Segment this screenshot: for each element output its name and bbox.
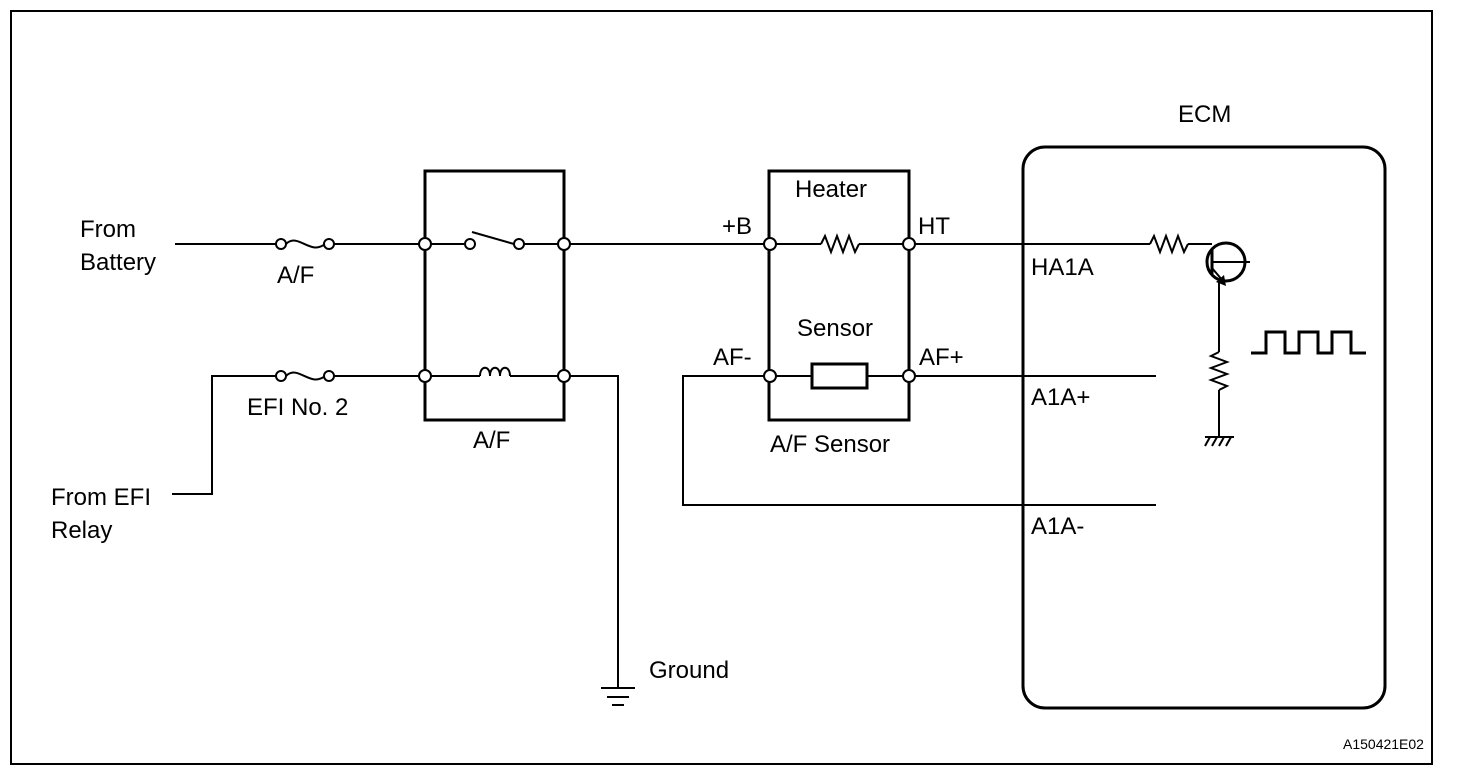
relay-terminal bbox=[418, 369, 432, 383]
a1a-minus-label: A1A- bbox=[1031, 513, 1084, 540]
heater-resistor-icon bbox=[775, 233, 903, 255]
af-relay-box bbox=[423, 169, 566, 422]
chassis-ground-icon bbox=[1204, 436, 1234, 447]
ha1a-label: HA1A bbox=[1031, 254, 1094, 281]
ecm-pulldown-resistor-icon bbox=[1208, 351, 1230, 436]
ecm-box bbox=[1021, 145, 1387, 710]
sensor-terminal bbox=[763, 369, 777, 383]
a1a-plus-label: A1A+ bbox=[1031, 384, 1090, 411]
ground-label: Ground bbox=[649, 657, 729, 684]
plus-b-label: +B bbox=[722, 213, 752, 240]
transistor-icon bbox=[1205, 241, 1250, 286]
ecm-label: ECM bbox=[1178, 101, 1231, 128]
diagram-border bbox=[10, 10, 1433, 765]
from-battery-label: From bbox=[80, 216, 136, 243]
from-efi-relay-label: Relay bbox=[51, 517, 112, 544]
ground-icon bbox=[601, 687, 635, 706]
sensor-terminal bbox=[902, 237, 916, 251]
relay-terminal bbox=[418, 237, 432, 251]
efi-relay-wire bbox=[172, 375, 277, 495]
ground-wire bbox=[570, 375, 619, 688]
af-sensor-label: A/F Sensor bbox=[770, 431, 890, 458]
sensor-terminal bbox=[902, 369, 916, 383]
efi-fuse-label: EFI No. 2 bbox=[247, 394, 348, 421]
efi-fuse-symbol bbox=[275, 370, 335, 382]
af-plus-label: AF+ bbox=[919, 344, 964, 371]
af-minus-label: AF- bbox=[713, 344, 752, 371]
ecm-resistor-icon bbox=[1149, 233, 1212, 255]
heater-label: Heater bbox=[795, 176, 867, 203]
sensor-terminal bbox=[763, 237, 777, 251]
relay-terminal bbox=[557, 369, 571, 383]
ht-label: HT bbox=[918, 213, 950, 240]
relay-label: A/F bbox=[473, 427, 510, 454]
from-efi-relay-label: From EFI bbox=[51, 484, 151, 511]
pulse-waveform-icon bbox=[1251, 330, 1366, 355]
sensor-label: Sensor bbox=[797, 315, 873, 342]
relay-coil-icon bbox=[430, 366, 559, 377]
af-minus-wire bbox=[682, 375, 1156, 506]
relay-switch-icon bbox=[430, 231, 559, 250]
sensor-element-icon bbox=[775, 362, 903, 390]
figure-id-label: A150421E02 bbox=[1343, 736, 1424, 752]
from-battery-label: Battery bbox=[80, 249, 156, 276]
af-fuse-symbol bbox=[275, 238, 335, 250]
af-fuse-label: A/F bbox=[277, 262, 314, 289]
relay-terminal bbox=[557, 237, 571, 251]
af-sensor-box bbox=[767, 169, 911, 422]
